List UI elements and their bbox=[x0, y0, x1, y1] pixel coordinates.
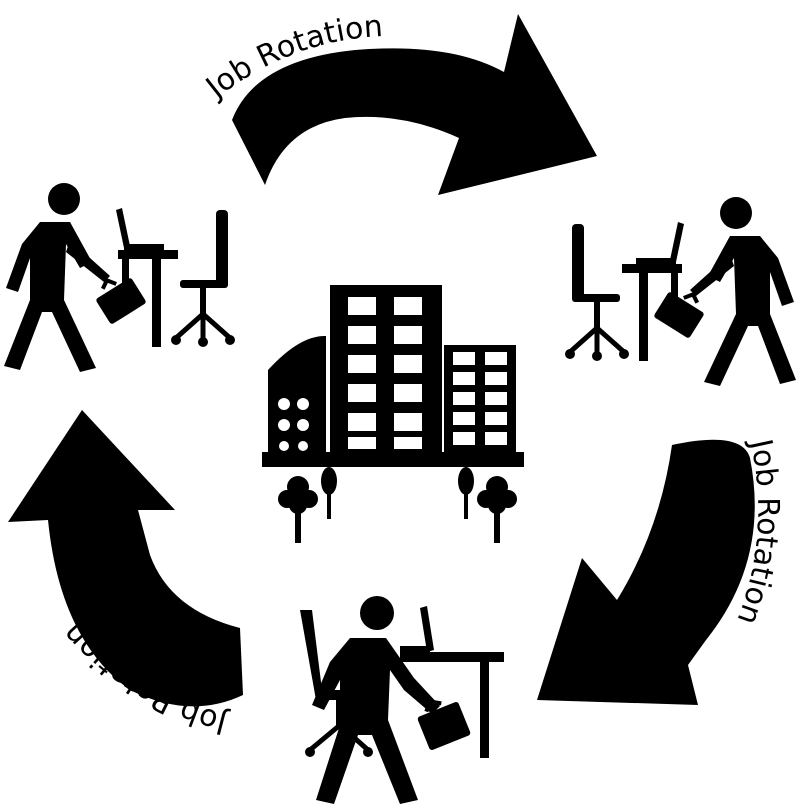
worker-icon bbox=[312, 638, 440, 804]
tree-icon bbox=[458, 467, 474, 519]
workstation-top-left bbox=[4, 183, 235, 372]
desk-icon bbox=[400, 652, 504, 758]
desk-icon bbox=[622, 264, 682, 361]
briefcase-icon bbox=[651, 289, 707, 341]
laptop-icon bbox=[116, 208, 164, 250]
office-chair-icon bbox=[300, 610, 360, 700]
workstation-top-right bbox=[565, 197, 796, 386]
curved-arrow-left-icon bbox=[8, 410, 243, 707]
laptop-icon bbox=[400, 606, 434, 652]
tree-icon bbox=[321, 467, 337, 519]
tree-icon bbox=[477, 476, 517, 543]
tree-icon bbox=[278, 476, 318, 543]
office-building-icon bbox=[262, 285, 524, 467]
briefcase-icon bbox=[93, 275, 149, 327]
office-chair-icon bbox=[171, 210, 235, 347]
worker-icon bbox=[4, 183, 110, 372]
curved-arrow-right-icon bbox=[537, 439, 755, 705]
office-chair-icon bbox=[565, 224, 629, 361]
laptop-icon bbox=[636, 222, 684, 264]
briefcase-icon bbox=[417, 699, 471, 751]
building-windows bbox=[278, 398, 309, 451]
curved-arrow-top-icon bbox=[232, 14, 597, 195]
worker-head-icon bbox=[360, 596, 394, 630]
workstation-bottom bbox=[300, 596, 504, 804]
worker-icon bbox=[690, 197, 796, 386]
desk-icon bbox=[118, 250, 178, 347]
